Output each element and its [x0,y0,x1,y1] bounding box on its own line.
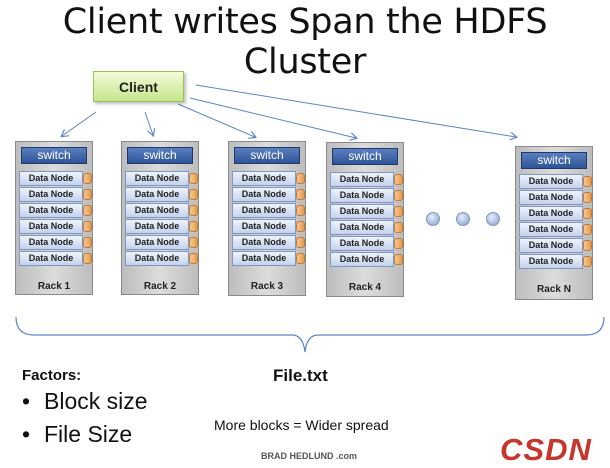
factor-label: File Size [44,421,133,447]
data-node: Data Node [330,220,394,235]
disk-icon [583,240,592,251]
disk-icon [83,221,92,232]
rack-3: switch Data Node Data Node Data Node Dat… [228,141,306,296]
disk-icon [583,224,592,235]
data-node: Data Node [330,236,394,251]
rack-label: Rack N [537,284,571,295]
rack-label: Rack 2 [143,281,177,292]
data-node: Data Node [519,254,583,269]
rack-1: switch Data Node Data Node Data Node Dat… [15,141,93,295]
data-node: Data Node [19,203,83,218]
disk-icon [189,253,198,264]
disk-icon [296,189,305,200]
data-node: Data Node [19,251,83,266]
disk-icon [394,254,403,265]
factors-heading: Factors: [22,367,82,384]
disk-icon [583,176,592,187]
data-node: Data Node [232,219,296,234]
data-node: Data Node [125,187,189,202]
spread-note: More blocks = Wider spread [214,417,389,433]
disk-icon [583,192,592,203]
disk-icon [296,221,305,232]
factor-label: Block size [44,388,148,414]
data-node: Data Node [19,187,83,202]
file-label: File.txt [273,366,328,385]
data-node: Data Node [19,171,83,186]
rack-n: switch Data Node Data Node Data Node Dat… [515,146,593,300]
rack-4: switch Data Node Data Node Data Node Dat… [326,142,404,297]
file-brace [15,316,605,353]
arrow-to-rack-3 [177,103,255,137]
data-node: Data Node [19,235,83,250]
data-node: Data Node [125,219,189,234]
data-node: Data Node [519,206,583,221]
arrow-to-rack-n [195,84,516,137]
data-node: Data Node [232,171,296,186]
data-node: Data Node [125,235,189,250]
factor-item: • Block size [22,388,148,415]
data-node: Data Node [519,174,583,189]
data-node: Data Node [519,238,583,253]
watermark-logo: CSDN [500,432,592,467]
arrow-to-rack-2 [144,111,153,135]
disk-icon [189,237,198,248]
bullet-icon: • [22,421,31,447]
author-credit: BRAD HEDLUND .com [261,451,358,461]
client-box: Client [93,71,184,102]
data-node: Data Node [232,203,296,218]
slide-title: Client writes Span the HDFS Cluster [62,2,548,82]
data-node: Data Node [519,222,583,237]
disk-icon [394,206,403,217]
rack-switch: switch [21,147,87,164]
disk-icon [296,237,305,248]
arrow-to-rack-1 [62,111,97,136]
data-node: Data Node [232,235,296,250]
data-node: Data Node [330,252,394,267]
data-node: Data Node [125,203,189,218]
disk-icon [394,238,403,249]
rack-label: Rack 4 [348,282,382,293]
disk-icon [394,222,403,233]
rack-switch: switch [332,148,398,165]
disk-icon [394,174,403,185]
rack-label: Rack 3 [250,281,284,292]
arrow-to-rack-4 [189,97,356,138]
data-node: Data Node [125,251,189,266]
data-node: Data Node [232,251,296,266]
factor-item: • File Size [22,421,132,448]
client-arrows [62,84,516,138]
data-node: Data Node [330,204,394,219]
data-node: Data Node [519,190,583,205]
disk-icon [296,253,305,264]
bullet-icon: • [22,388,31,414]
data-node: Data Node [232,187,296,202]
rack-switch: switch [234,147,300,164]
rack-label: Rack 1 [37,281,71,292]
disk-icon [83,237,92,248]
disk-icon [189,221,198,232]
data-node: Data Node [330,172,394,187]
disk-icon [583,256,592,267]
disk-icon [583,208,592,219]
data-node: Data Node [125,171,189,186]
disk-icon [83,205,92,216]
ellipsis-dot [486,212,500,226]
disk-icon [189,205,198,216]
ellipsis-dot [426,212,440,226]
disk-icon [189,189,198,200]
disk-icon [296,173,305,184]
rack-2: switch Data Node Data Node Data Node Dat… [121,141,199,295]
ellipsis-dot [456,212,470,226]
disk-icon [394,190,403,201]
rack-switch: switch [521,152,587,169]
disk-icon [83,189,92,200]
data-node: Data Node [19,219,83,234]
disk-icon [83,173,92,184]
disk-icon [83,253,92,264]
disk-icon [189,173,198,184]
disk-icon [296,205,305,216]
data-node: Data Node [330,188,394,203]
rack-switch: switch [127,147,193,164]
